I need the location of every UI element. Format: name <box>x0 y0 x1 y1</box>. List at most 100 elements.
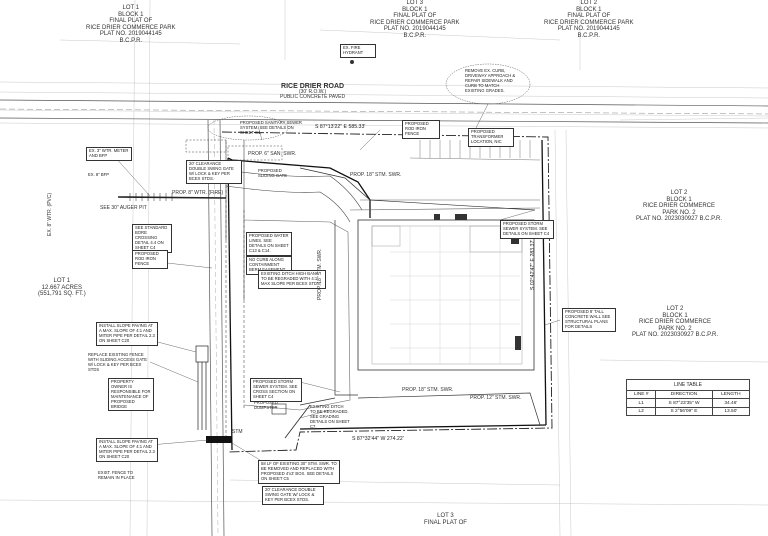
callout-iron-fence-left: PROPOSED ROD IRON FENCE <box>132 250 168 269</box>
label-san-swr: PROP. 6" SAN. SWR. <box>248 151 297 157</box>
label-stm-swr-se: PROP. 12" STM. SWR. <box>470 395 522 401</box>
parcel-line: RICE DRIER COMMERCE PARK <box>86 24 176 31</box>
callout-existing-pipe: 58 LF OF EXISTING 30" STM. SWR. TO BE RE… <box>258 460 340 484</box>
line-table: LINE TABLE LINE # DIRECTION LENGTH L1 S … <box>625 379 751 417</box>
parcel-line: LOT 1 <box>122 5 140 11</box>
parcel-line: LOT 1 <box>53 278 71 284</box>
parcel-right-upper: LOT 2 BLOCK 1 RICE DRIER COMMERCE PARK N… <box>636 190 722 223</box>
road-surface: PUBLIC CONCRETE PAVED <box>280 94 346 101</box>
line-table-cell: 13.50' <box>711 406 751 417</box>
line-table-cell: S 87°23'35" W <box>655 398 713 408</box>
parcel-bottom: LOT 3 FINAL PLAT OF <box>424 513 467 526</box>
west-road-center <box>213 119 219 536</box>
road-label: RICE DRIER ROAD (30' R.O.W.) PUBLIC CONC… <box>280 83 346 101</box>
parcel-line: LOT 3 <box>437 513 454 519</box>
callout-ex-bfp: EX. 8" BFP <box>88 172 110 177</box>
line-table-header: LENGTH <box>711 389 751 400</box>
parcel-line: BLOCK 1 <box>662 312 688 319</box>
line-table-cell: L2 <box>625 406 657 417</box>
callout-iron-fence-top: PROPOSED ROD IRON FENCE <box>402 120 440 139</box>
parcel-line: PARK NO. 2 <box>662 209 696 216</box>
label-ex-water-left: EX. 8" WTR. (PVC) <box>47 192 53 236</box>
building-footprint <box>357 219 535 371</box>
line-table-header: LINE # <box>625 389 657 400</box>
building-grid <box>390 226 520 364</box>
parcel-line: PLAT NO. 2023030927 B.C.P.R. <box>636 216 723 223</box>
callout-slope-paving-2: INSTALL SLOPE PAVING AT A MAX. SLOPE OF … <box>96 438 158 462</box>
callout-proposed-gate: PROPOSED SLIDING GATE <box>258 168 288 178</box>
label-stm: STM <box>232 429 243 435</box>
parcel-line: RICE DRIER COMMERCE PARK <box>544 19 634 26</box>
callout-clearance-gate-2: 20' CLEARANCE DOUBLE SWING GATE W/ LOCK … <box>262 486 324 505</box>
parcel-line: LOT 3 <box>406 0 424 6</box>
label-stm-swr-south: PROP. 18" STM. SWR. <box>402 387 454 393</box>
parcel-top-center: LOT 3 BLOCK 1 FINAL PLAT OF RICE DRIER C… <box>370 0 460 40</box>
road-edges <box>0 99 768 124</box>
parcel-line: PLAT NO. 2019044145 <box>557 26 620 33</box>
callout-concrete-wall: PROPOSED 8' TALL CONCRETE WALL SEE STRUC… <box>562 308 616 332</box>
callout-ditch-note: EXISTING DITCH HIGH BANK TO BE REGRADED … <box>258 270 326 289</box>
callout-property-owner: PROPERTY OWNER IS RESPONSIBLE FOR MAINTE… <box>108 378 154 412</box>
bearing-south: S 87°32'44" W 274.22' <box>352 436 404 442</box>
ditch-line <box>284 404 311 439</box>
property-boundary <box>221 131 553 453</box>
south-box-culvert <box>206 436 232 443</box>
table-row: L1 S 87°23'35" W 34.46' <box>625 398 751 408</box>
label-auger-pit: SEE 30" AUGER PIT <box>100 205 147 211</box>
bridge-culvert <box>195 345 209 430</box>
callout-replace-fence: REPLACE EXISTING FENCE WITH SLIDING ACCE… <box>88 352 148 372</box>
line-table-cell: 34.46' <box>711 398 751 408</box>
parcel-line: PLAT NO. 2019044145 <box>99 31 162 38</box>
callout-ditch-regrade: EXISTING DITCH TO BE REGRADED. SEE GRADI… <box>310 404 350 429</box>
parcel-line: PLAT NO. 2023030927 B.C.P.R. <box>632 332 719 339</box>
bearing-east: S 02°42'47" E 283.37' <box>530 239 536 290</box>
storm-sewer-labels-marks <box>225 160 245 440</box>
callout-slope-paving: INSTALL SLOPE PAVING AT A MAX. SLOPE OF … <box>96 322 158 346</box>
bearing-north: S 87°13'22" E 585.33' <box>315 124 366 130</box>
parcel-line: FINAL PLAT OF <box>109 18 153 25</box>
parcel-line: 12.667 ACRES <box>41 284 83 291</box>
parcel-top-right: LOT 2 BLOCK 1 FINAL PLAT OF RICE DRIER C… <box>544 0 634 40</box>
line-table-header-row: LINE # DIRECTION LENGTH <box>625 389 751 400</box>
parcel-line: B.C.P.R. <box>119 37 143 44</box>
callout-water-meter: EX. 3" WTR. METER AND BFP <box>86 147 132 161</box>
callout-remove-curb: REMOVE EX. CURB, DRIVEWAY APPROACH & REP… <box>465 68 516 93</box>
fire-hydrant-symbol <box>350 60 354 64</box>
road-centerline <box>0 108 768 115</box>
callout-dumpster: PROPOSED DUMPSTER <box>254 400 278 410</box>
parcel-line: BLOCK 1 <box>576 6 602 13</box>
parcel-line: RICE DRIER COMMERCE <box>643 203 716 210</box>
water-line-hatch <box>129 193 173 201</box>
parcel-line: RICE DRIER COMMERCE PARK <box>370 19 460 26</box>
parcel-line: B.C.P.R. <box>577 32 601 39</box>
callout-fire-hydrant: EX. FIRE HYDRANT <box>340 44 376 58</box>
parcel-line: PLAT NO. 2019044145 <box>383 26 446 33</box>
parcel-line: FINAL PLAT OF <box>424 519 467 526</box>
label-stm-swr-north: PROP. 18" STM. SWR. <box>350 172 402 178</box>
perimeter-fence <box>227 139 547 451</box>
parcel-line: LOT 2 <box>666 306 684 312</box>
road-name: RICE DRIER ROAD <box>281 83 345 90</box>
callout-boring-note: SEE STANDARD BORE CROSSING DETAIL 4.4 ON… <box>132 224 172 253</box>
parcel-line: BLOCK 1 <box>666 196 692 203</box>
line-table-title: LINE TABLE <box>626 379 750 390</box>
parcel-line: B.C.P.R. <box>403 32 427 39</box>
parcel-top-left: LOT 1 BLOCK 1 FINAL PLAT OF RICE DRIER C… <box>86 5 176 45</box>
parcel-line: LOT 2 <box>670 190 688 196</box>
parcel-line: BLOCK 1 <box>118 11 144 18</box>
callout-clearance-gate: 20' CLEARANCE DOUBLE SWING GATE W/ LOCK … <box>186 160 242 184</box>
storm-sewer-lines <box>299 167 541 426</box>
parcel-line: RICE DRIER COMMERCE <box>639 319 712 326</box>
table-row: L2 S 2°56'09" E 13.50' <box>625 406 751 417</box>
line-table-cell: L1 <box>625 398 657 408</box>
parcel-line: BLOCK 1 <box>402 6 428 13</box>
line-table-cell: S 2°56'09" E <box>655 406 713 417</box>
callout-sanitary-sewer: PROPOSED SANITARY SEWER SYSTEM. SEE DETA… <box>240 120 302 135</box>
dumpster <box>271 403 287 415</box>
callout-storm-sewer-right: PROPOSED STORM SEWER SYSTEM. SEE DETAILS… <box>500 220 554 239</box>
road-row-width: (30' R.O.W.) <box>298 88 327 95</box>
label-water-fire: PROP. 8" WTR. (FIRE) <box>172 190 224 196</box>
parcel-line: FINAL PLAT OF <box>393 13 437 20</box>
parcel-left: LOT 1 12.667 ACRES (551,791 SQ. FT.) <box>38 278 86 298</box>
